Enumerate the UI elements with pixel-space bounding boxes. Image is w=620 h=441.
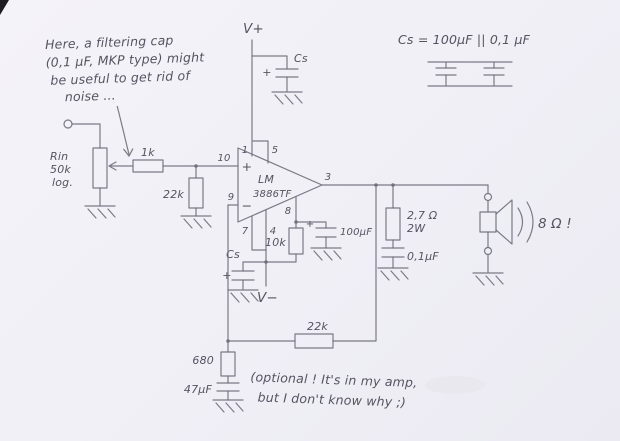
- input-terminal: [63, 119, 73, 129]
- note-line: be useful to get rid of: [50, 68, 192, 88]
- optional-rc-leg: 680 47μF: [184, 340, 244, 413]
- sound-waves-icon: [517, 201, 534, 243]
- rin-label: 50k: [50, 163, 71, 176]
- parallel-sketch-caps: [435, 67, 505, 76]
- ground-symbol: [310, 247, 342, 261]
- cap-label: Cs: [226, 248, 240, 261]
- cap-polarity: +: [306, 219, 315, 230]
- eraser-smudge: [425, 376, 485, 394]
- cap-branch-wire: [251, 55, 288, 92]
- resistor-label: 22k: [163, 188, 184, 201]
- potentiometer-rin: [92, 147, 108, 189]
- resistor-22k-input: [188, 177, 204, 209]
- ground-symbol: [212, 399, 244, 413]
- capacitor-47uf: [216, 382, 240, 392]
- cap-polarity: +: [222, 269, 231, 282]
- pot-wiper-arrow: [108, 161, 134, 171]
- resistor-label: 2,7 Ω: [407, 209, 438, 222]
- pin-number: 4: [270, 226, 277, 237]
- vminus-label: V−: [257, 290, 278, 306]
- pin-number: 3: [325, 172, 332, 183]
- ground-symbol: [180, 215, 212, 229]
- pin-number: 5: [272, 145, 279, 156]
- ground-symbol: [377, 267, 409, 281]
- cap-polarity: +: [262, 66, 271, 79]
- rin-label: log.: [52, 176, 73, 189]
- resistor-label: 2W: [407, 222, 426, 235]
- capacitor-0u1: [381, 247, 405, 258]
- note-line: but I don't know why ;): [257, 389, 406, 409]
- resistor-22k-feedback: [294, 333, 334, 349]
- note-line: Here, a filtering cap: [45, 32, 174, 51]
- note-line: (optional ! It's in my amp,: [250, 369, 417, 390]
- capacitor-100uf: [315, 227, 337, 238]
- ground-symbol: [472, 272, 504, 286]
- speaker-cone: [495, 199, 513, 245]
- resistor-680: [220, 351, 236, 377]
- resistor-1k: [132, 159, 164, 173]
- opamp-plus-input: +: [242, 159, 253, 174]
- vplus-wire: [251, 39, 269, 164]
- scan-corner-mark: [0, 0, 9, 15]
- zobel-network: 2,7 Ω 2W 0,1μF: [377, 183, 439, 281]
- ground-symbol: [84, 205, 116, 219]
- pin-number: 7: [242, 226, 249, 237]
- mute-cap-wires: [295, 221, 327, 249]
- feedback-wires: [227, 184, 377, 342]
- mute-resistor-wires: [265, 221, 297, 263]
- note-arrow: [116, 105, 134, 157]
- pin-number: 9: [228, 192, 235, 203]
- parallel-sketch-wires: [427, 61, 513, 87]
- resistor-10k: [288, 227, 304, 255]
- pin-number: 10: [217, 153, 230, 164]
- cap-label: 0,1μF: [407, 250, 439, 263]
- mute-network: 10k + 100μF: [265, 219, 372, 263]
- ground-symbol: [271, 91, 303, 105]
- speaker-impedance: 8 Ω !: [538, 216, 572, 232]
- pin-number: 8: [285, 206, 292, 217]
- resistor-2r7: [385, 207, 401, 241]
- note-line: (0,1 μF, MKP type) might: [45, 49, 205, 70]
- output-speaker: 8 Ω !: [321, 184, 572, 286]
- note-optional: (optional ! It's in my amp, but I don't …: [250, 369, 417, 409]
- resistor-label: 10k: [265, 236, 286, 249]
- cs-formula: Cs = 100μF || 0,1 μF: [398, 32, 531, 87]
- note-line: noise ...: [65, 88, 116, 105]
- vplus-label: V+: [243, 21, 264, 37]
- resistor-label: 22k: [307, 320, 328, 333]
- speaker-terminal-top: [483, 192, 493, 202]
- ic-name: LM: [258, 173, 274, 186]
- feedback-path: 22k: [226, 183, 378, 349]
- opamp-lm3886: + − LM 3886TF 10 1 5 9 3 7 4 8: [217, 145, 332, 251]
- opamp-triangle: [237, 147, 323, 223]
- pin-number: 1: [242, 145, 249, 156]
- ic-name: 3886TF: [253, 189, 292, 200]
- formula-text: Cs = 100μF || 0,1 μF: [398, 32, 531, 47]
- vminus-wires: [242, 249, 267, 290]
- speaker-terminal-bottom: [483, 246, 493, 256]
- speaker-body: [479, 211, 497, 233]
- cap-label: 100μF: [340, 227, 372, 238]
- resistor-label: 680: [192, 354, 214, 367]
- capacitor-cs-bottom: [231, 270, 255, 281]
- cap-label: Cs: [294, 52, 308, 65]
- vminus-pin-stubs: [251, 209, 267, 251]
- opamp-minus-input: −: [242, 198, 253, 213]
- cap-label: 47μF: [184, 383, 213, 396]
- input-wire: [71, 123, 101, 149]
- note-filtering-cap: Here, a filtering cap (0,1 μF, MKP type)…: [45, 32, 205, 157]
- resistor-label: 1k: [141, 146, 155, 159]
- vminus-rail: + Cs V−: [222, 248, 278, 306]
- rin-label: Rin: [50, 150, 68, 163]
- vplus-rail: V+ + Cs: [243, 21, 308, 164]
- ground-symbol: [227, 289, 259, 303]
- input-stage: 1k 22k Rin 50k log.: [50, 119, 239, 229]
- capacitor-cs-top: [275, 68, 299, 78]
